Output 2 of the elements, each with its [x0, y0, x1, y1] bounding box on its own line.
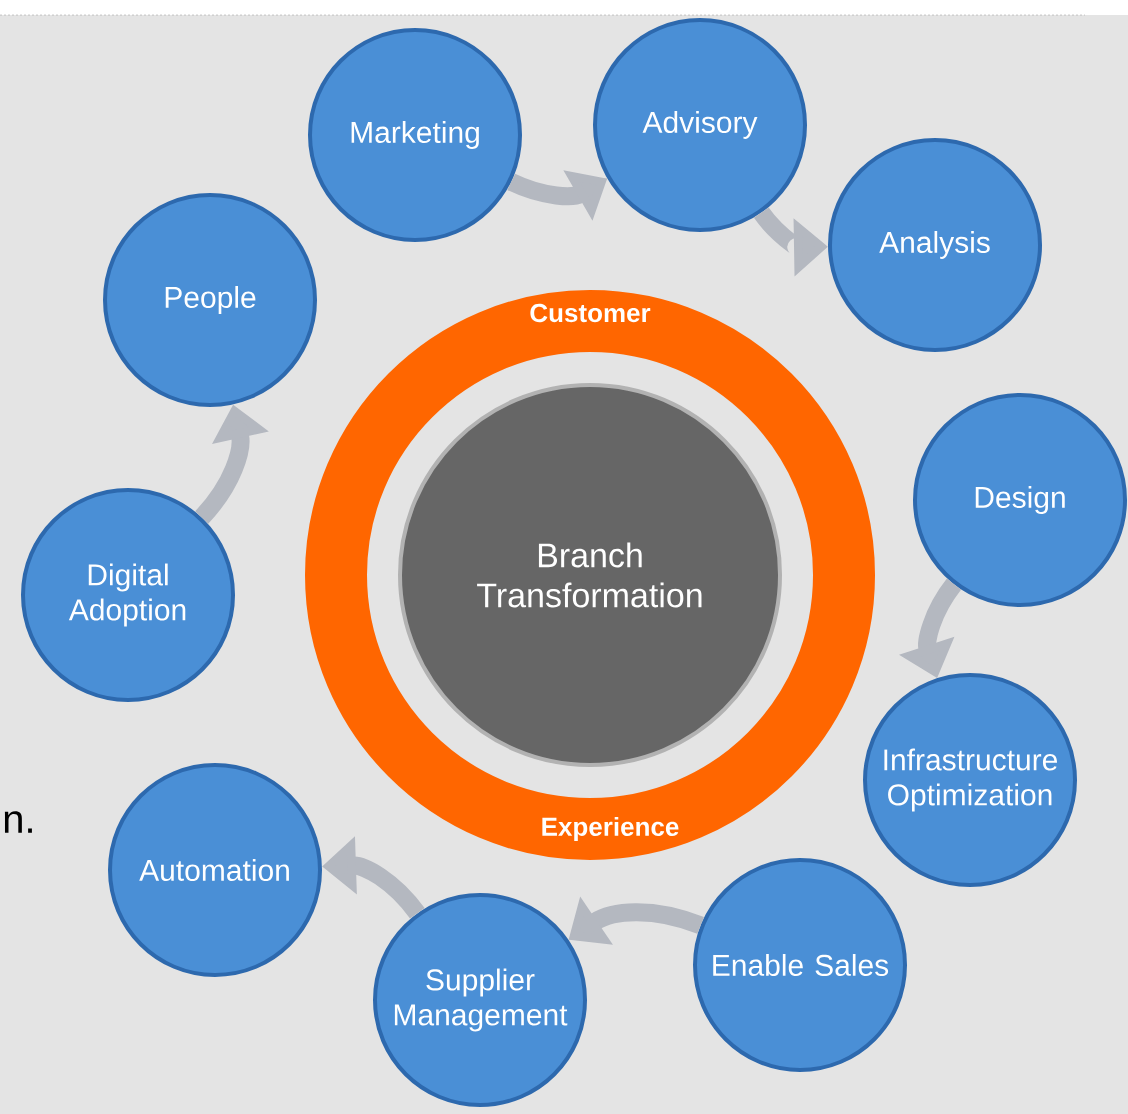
node-label: Customer — [530, 303, 651, 323]
text-fragment: n. — [4, 811, 32, 833]
